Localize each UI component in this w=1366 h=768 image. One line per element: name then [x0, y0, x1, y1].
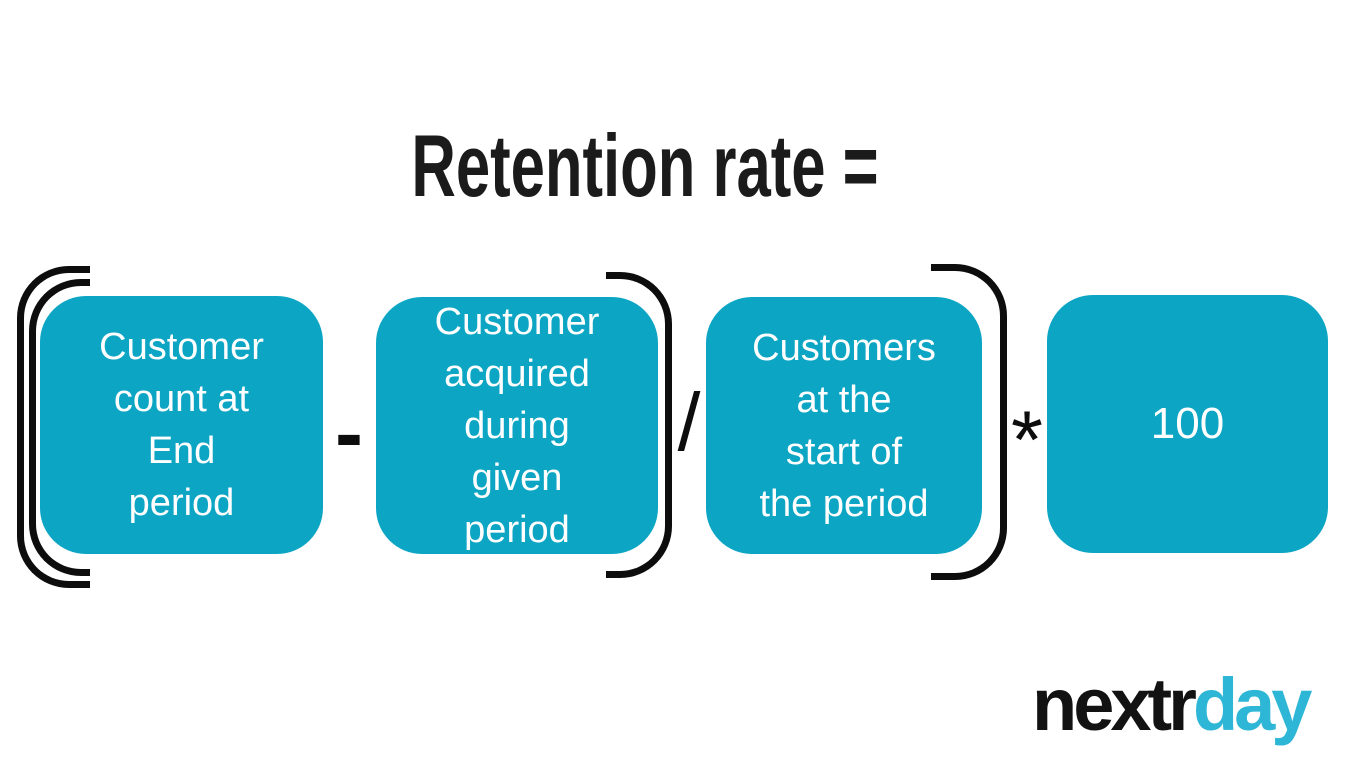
minus-glyph: - [335, 385, 363, 480]
formula-box-hundred: 100 [1047, 295, 1328, 553]
brand-logo: nextrday [1032, 668, 1332, 742]
page-title: Retention rate = [411, 116, 879, 215]
formula-box-customers-at-start: Customers at the start of the period [706, 297, 982, 554]
formula-box-customer-count-end: Customer count at End period [40, 296, 323, 554]
close-paren-outer-icon [931, 264, 1007, 580]
open-paren-outer-icon [17, 266, 90, 588]
formula-box-label: Customers at the start of the period [752, 326, 936, 525]
formula-box-label: Customer acquired during given period [434, 300, 600, 551]
asterisk-glyph: * [1011, 394, 1043, 486]
logo-text-day: day [1192, 663, 1312, 746]
logo-text-nextr: nextr [1032, 663, 1197, 746]
formula-box-label: Customer count at End period [99, 326, 264, 524]
close-paren-inner-icon [606, 272, 672, 578]
divide-operator: / [672, 377, 706, 468]
formula-box-label: 100 [1150, 399, 1225, 448]
minus-operator: - [322, 386, 376, 480]
multiply-operator: * [1006, 395, 1048, 486]
slash-glyph: / [677, 377, 701, 468]
formula-box-customer-acquired: Customer acquired during given period [376, 297, 658, 554]
